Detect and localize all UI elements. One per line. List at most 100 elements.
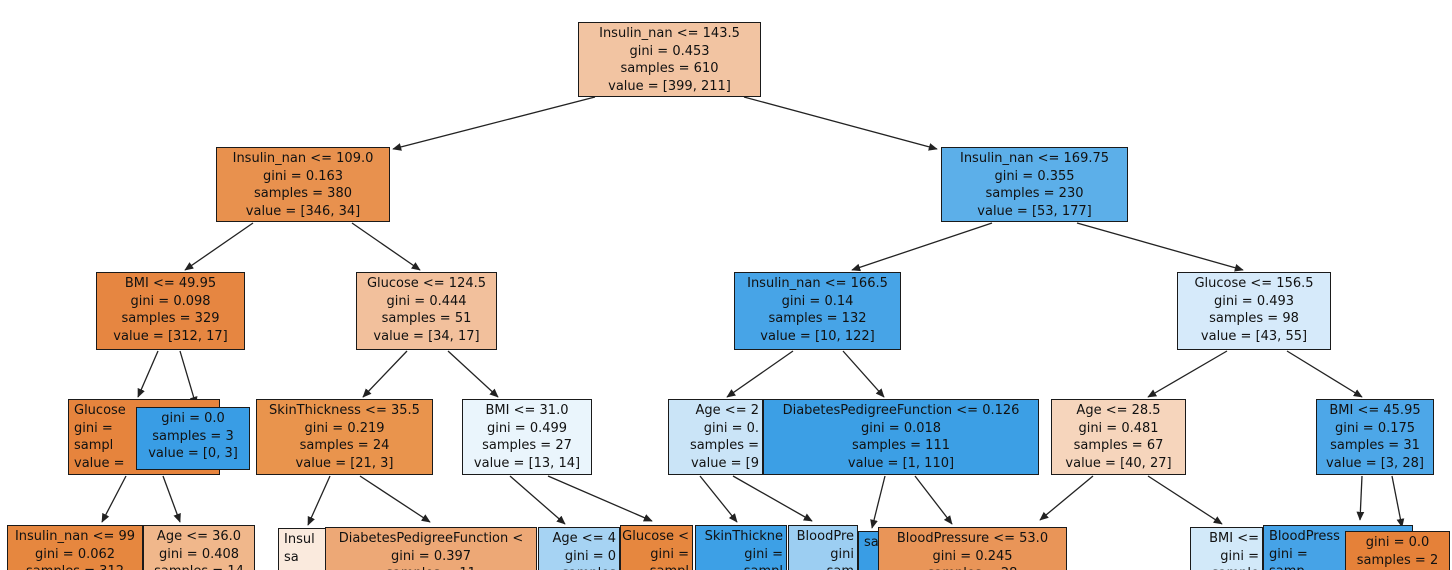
tree-edge-arrow [732,475,813,522]
node-text-line: sa [864,535,879,550]
node-text-line: samples = [689,438,759,453]
node-text-line: gini = 0.0 [161,411,225,426]
node-text-line: value = [21, 3] [295,455,394,471]
node-text-line: samples = 51 [381,311,472,326]
tree-node-bmi-bottom: BMI <= gini =sample [1190,527,1263,570]
tree-edge-arrow [137,350,159,398]
node-text-line: Insulin_nan <= 109.0 [232,151,374,166]
tree-node-glucose-bottom: Glucose <gini =sampl [620,525,693,570]
node-text-line: samples = 24 [299,438,390,453]
node-text-line: gini = 0.245 [932,548,1013,564]
node-text-line: gini = [1269,546,1308,562]
node-text-line: Glucose < [622,529,689,544]
node-text-line: value = [1, 110] [847,455,955,471]
node-text-line: gini = 0.397 [390,548,472,564]
node-text-line: SkinThickness <= 35.5 [269,403,420,418]
node-text-line: sampl [74,438,114,453]
tree-node-dpf-bottom: DiabetesPedigreeFunction < gini = 0.397sa… [325,527,537,570]
node-text-line: gini = [1220,548,1259,564]
node-text-line: gini = 0.444 [386,293,467,309]
node-text-line: samples = 14 [144,563,254,570]
node-text-line: BloodPre [796,529,854,544]
tree-edge-arrow [1147,475,1223,525]
node-text-line: BMI <= 45.95 [1329,403,1421,418]
tree-edge-arrow [914,475,953,525]
node-text-line: samples = 67 [1073,438,1164,453]
node-text-line: value = [43, 55] [1200,328,1308,344]
node-text-line: value = [3, 28] [1326,455,1424,471]
node-text-line: Insulin_nan <= 99 [14,529,136,544]
tree-node-leaf-0-2: gini = 0.0 samples = 2 [1345,531,1450,570]
tree-edge-arrow [547,475,653,522]
node-text-line: samples = 230 [985,186,1084,201]
node-text-line: value = [34, 17] [373,328,480,344]
node-text-line: Age <= 28.5 [1076,403,1161,418]
node-text-line: samples = 312 [8,563,142,570]
tree-edge-arrow [359,475,431,523]
node-text-line: value = [74,455,125,471]
node-text-line: gini = 0.163 [262,168,344,184]
node-text-line: value = [53, 177] [977,203,1092,219]
node-text-line: DiabetesPedigreeFunction <= 0.126 [782,403,1020,418]
tree-edge-arrow [1147,350,1228,398]
tree-edge-arrow [1356,475,1365,521]
node-text-line: BloodPress [1269,529,1340,544]
node-text-line: Insul [284,532,315,547]
tree-edge-arrow [743,96,938,151]
node-text-line: value = [40, 27] [1065,455,1172,471]
node-text-line: BMI <= 49.95 [124,276,217,291]
tree-node-l1-right: Insulin_nan <= 169.75 gini = 0.355 samples… [941,147,1128,222]
node-text-line: gini = 0.018 [860,420,942,436]
tree-node-sa-occluded: sa [858,531,880,570]
node-text-line: value = [9 [690,455,759,471]
node-text-line: value = [346, 34] [245,203,361,219]
node-text-line: gini = 0.14 [781,293,854,309]
node-text-line: DiabetesPedigreeFunction < [338,531,524,546]
node-text-line: gini = 0 [564,548,616,564]
node-text-line: gini = 0.355 [994,168,1075,184]
node-text-line: gini [830,546,854,562]
node-text-line: Age <= 2 [695,403,759,418]
node-text-line: samples = 11 [326,565,536,570]
node-text-line: samples = 98 [1209,311,1299,326]
tree-edge-arrow [447,350,499,398]
tree-edge-arrow [1076,222,1244,272]
node-text-line: sample [1191,565,1259,570]
node-text-line: gini = [650,546,689,562]
node-text-line: sam [789,563,854,570]
node-text-line: samples = 111 [851,438,950,453]
node-text-line: BMI <= [1209,531,1259,546]
node-text-line: Insulin_nan <= 169.75 [959,151,1110,166]
tree-edge-arrow [351,222,421,271]
node-text-line: samples = 31 [1330,438,1420,453]
tree-edge-arrow [162,475,181,523]
node-text-line: Glucose [74,403,126,418]
tree-node-dpf-0126: DiabetesPedigreeFunction <= 0.126 gini = … [763,399,1039,475]
tree-edge-arrow [1391,475,1405,528]
node-text-line: samples = 2 [1356,552,1439,568]
node-text-line: BMI <= 31.0 [485,403,569,418]
tree-edge-arrow [699,475,738,523]
node-text-line: samples [539,565,616,570]
node-text-line: samples = 3 [152,428,234,444]
tree-edge-arrow [1039,475,1094,521]
node-text-line: value = [399, 211] [608,78,731,94]
node-text-line: Insulin_nan <= 166.5 [747,276,888,291]
node-text-line: samples = 27 [482,438,572,453]
node-text-line: Age <= 4 [552,531,616,546]
node-text-line: SkinThickne [704,529,783,544]
tree-edge-arrow [179,350,198,406]
node-text-line: gini = 0.0 [1365,535,1430,550]
node-text-line: gini = 0.175 [1334,420,1416,436]
node-text-line: gini = 0.499 [486,420,568,436]
node-text-line: sa [284,549,299,565]
